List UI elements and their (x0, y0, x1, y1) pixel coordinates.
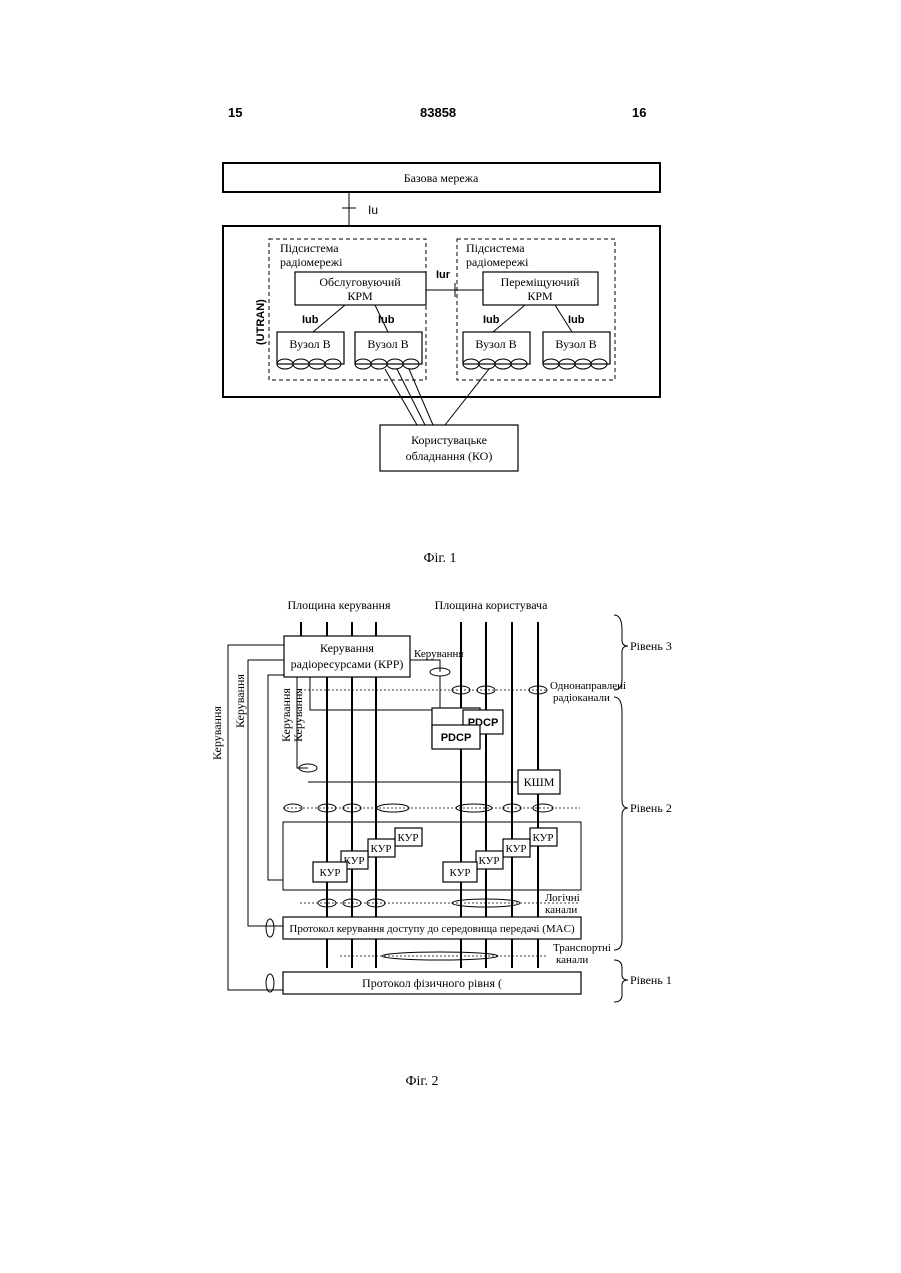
figure-2-caption: Фіг. 2 (405, 1074, 438, 1089)
core-network-label: Базова мережа (404, 171, 479, 185)
rlc-label-2: КУР (370, 843, 391, 855)
rlc-label-1: КУР (397, 832, 418, 844)
phy-control-sap (266, 974, 274, 992)
rrc-label-2: радіоресурсами (КРР) (291, 657, 404, 671)
level1-label: Рівень 1 (630, 973, 672, 987)
rlc-label-5: КУР (532, 832, 553, 844)
bmc-label: КШМ (524, 775, 555, 789)
iur-label: Iur (436, 269, 451, 281)
figure-1: Базова мережа Iu (UTRAN) Підсистема раді… (223, 163, 660, 566)
node-b-2: Вузол В (355, 332, 422, 369)
ue-box (380, 425, 518, 471)
logical-channels-label-2: канали (545, 904, 577, 916)
serving-rnc-label-2: КРМ (347, 289, 373, 303)
node-b-label-2: Вузол В (367, 337, 408, 351)
user-plane-label: Площина користувача (435, 598, 549, 612)
transport-channels-label-2: канали (556, 954, 588, 966)
node-b-1: Вузол В (277, 332, 344, 369)
pdcp-label-2: PDCP (441, 732, 472, 744)
transport-channels-label-1: Транспортні (553, 942, 611, 954)
level3-brace (614, 615, 628, 690)
level1-brace (614, 960, 628, 1002)
document-number: 83858 (420, 105, 456, 120)
control-label-4: Керування (291, 688, 305, 742)
rns-right-label-2: радіомережі (466, 255, 529, 269)
control-line-pdcp (310, 677, 432, 710)
rlc-label-8: КУР (449, 867, 470, 879)
rlc-label-4: КУР (319, 867, 340, 879)
figure-2: Площина керування Площина користувача Ке… (210, 598, 672, 1089)
rlc-label-7: КУР (478, 855, 499, 867)
rns-left-label-1: Підсистема (280, 241, 339, 255)
utran-label: (UTRAN) (255, 299, 267, 345)
control-plane-label: Площина керування (288, 598, 391, 612)
rns-left-label-2: радіомережі (280, 255, 343, 269)
figure-1-caption: Фіг. 1 (423, 551, 456, 566)
node-b-4: Вузол В (543, 332, 610, 369)
ue-label-1: Користувацьке (411, 433, 487, 447)
control-link-top (410, 660, 440, 672)
control-label-1: Керування (210, 706, 224, 760)
mac-control-sap (266, 919, 274, 937)
level3-label: Рівень 3 (630, 639, 672, 653)
node-b-label-1: Вузол В (289, 337, 330, 351)
iub-label-3: Iub (483, 314, 500, 326)
user-plane-lines (461, 622, 538, 968)
radio-bearers-label-1: Однонаправлені (550, 680, 626, 692)
left-page-number: 15 (228, 105, 242, 120)
logical-channels-label-1: Логічні (545, 892, 580, 904)
mac-label: Протокол керування доступу до середовища… (289, 923, 575, 935)
right-page-number: 16 (632, 105, 646, 120)
drift-rnc-label-2: КРМ (527, 289, 553, 303)
drift-rnc-label-1: Переміщуючий (501, 275, 580, 289)
node-b-3: Вузол В (463, 332, 530, 369)
node-b-label-3: Вузол В (475, 337, 516, 351)
iu-label: Iu (368, 203, 378, 217)
ue-label-2: обладнання (КО) (406, 449, 493, 463)
control-label-top: Керування (414, 648, 463, 660)
rlc-label-6: КУР (505, 843, 526, 855)
radio-bearers-label-2: радіоканали (553, 692, 610, 704)
rns-right-label-1: Підсистема (466, 241, 525, 255)
serving-rnc-label-1: Обслуговуючий (319, 275, 401, 289)
level2-brace (614, 697, 628, 950)
rrc-label-1: Керування (320, 641, 374, 655)
iub-label-1: Iub (302, 314, 319, 326)
iub-label-2: Iub (378, 314, 395, 326)
node-b-label-4: Вузол В (555, 337, 596, 351)
iub-label-4: Iub (568, 314, 585, 326)
control-label-2: Керування (233, 674, 247, 728)
level2-label: Рівень 2 (630, 801, 672, 815)
rlc-stack-left: КУР КУР КУР КУР (313, 828, 422, 882)
phy-label: Протокол фізичного рівня ( (362, 976, 502, 990)
